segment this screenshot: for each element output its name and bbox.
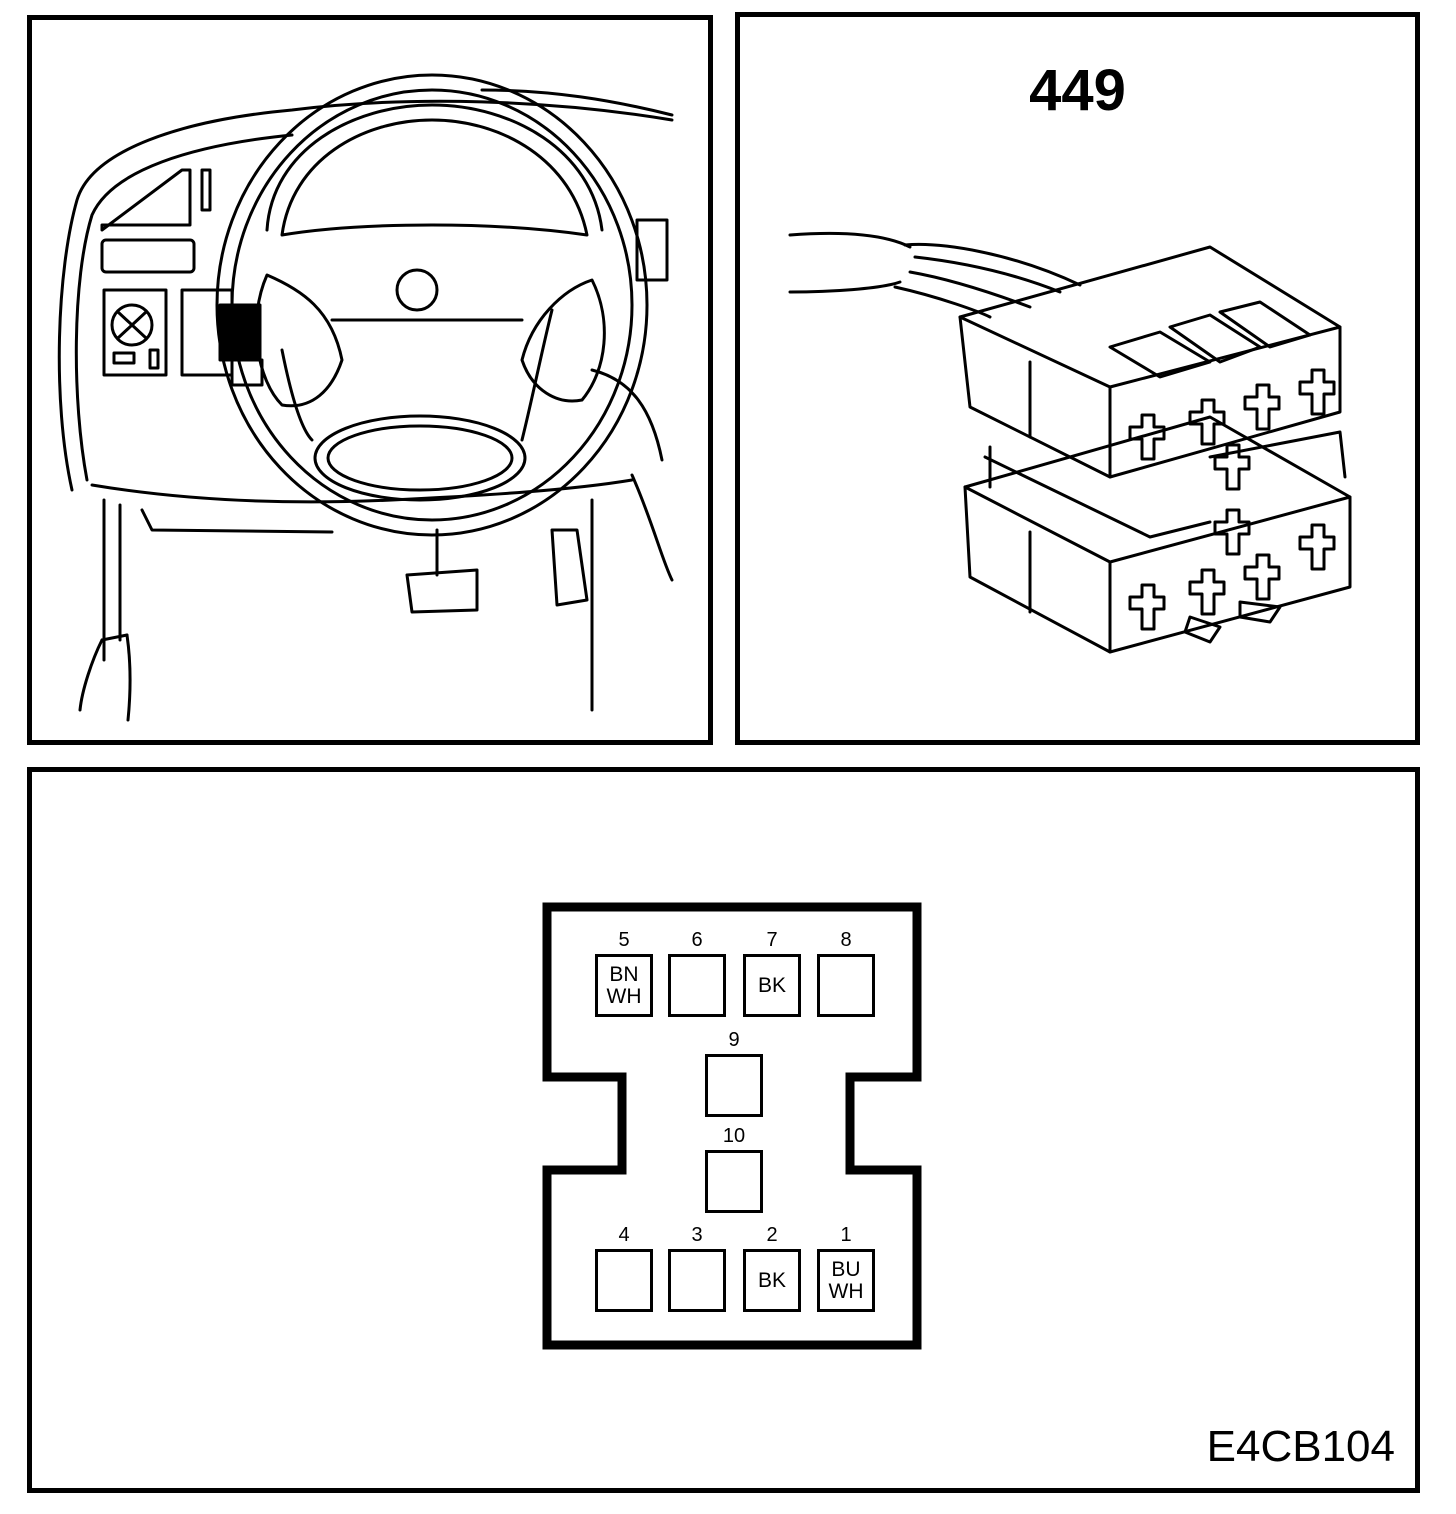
pin-number: 1 (840, 1224, 852, 1246)
pin-number: 5 (618, 929, 630, 951)
connector-number: 449 (1029, 58, 1126, 123)
pin-number: 3 (691, 1224, 703, 1246)
connector-location-marker-icon (218, 303, 264, 387)
pin-cavity-3 (668, 1249, 726, 1312)
location-panel (27, 15, 713, 745)
connector-face-outline (542, 902, 922, 1350)
wire-color: BN (609, 962, 639, 986)
pin-number: 10 (722, 1125, 746, 1147)
wire-color: BK (757, 1268, 786, 1292)
pin-cavity-7: BK (743, 954, 801, 1017)
pin-number: 7 (766, 929, 778, 951)
wire-color: BK (757, 973, 786, 997)
pin-number: 2 (766, 1224, 778, 1246)
pin-cavity-8 (817, 954, 875, 1017)
pin-number: 6 (691, 929, 703, 951)
pin-number: 4 (618, 1224, 630, 1246)
wire-color: BU (831, 1257, 861, 1281)
pin-cavity-4 (595, 1249, 653, 1312)
pin-cavity-9 (705, 1054, 763, 1117)
pin-number: 8 (840, 929, 852, 951)
pin-cavity-6 (668, 954, 726, 1017)
pin-cavity-10 (705, 1150, 763, 1213)
steering-wheel-dashboard-icon (57, 73, 674, 722)
wire-color: WH (606, 984, 642, 1008)
wire-color: WH (828, 1279, 864, 1303)
pin-number: 9 (728, 1029, 740, 1051)
multi-pin-connector-icon (788, 231, 1352, 654)
pin-cavity-2: BK (743, 1249, 801, 1312)
reference-code: E4CB104 (1206, 1422, 1395, 1471)
connector-panel: 449 (735, 12, 1420, 745)
